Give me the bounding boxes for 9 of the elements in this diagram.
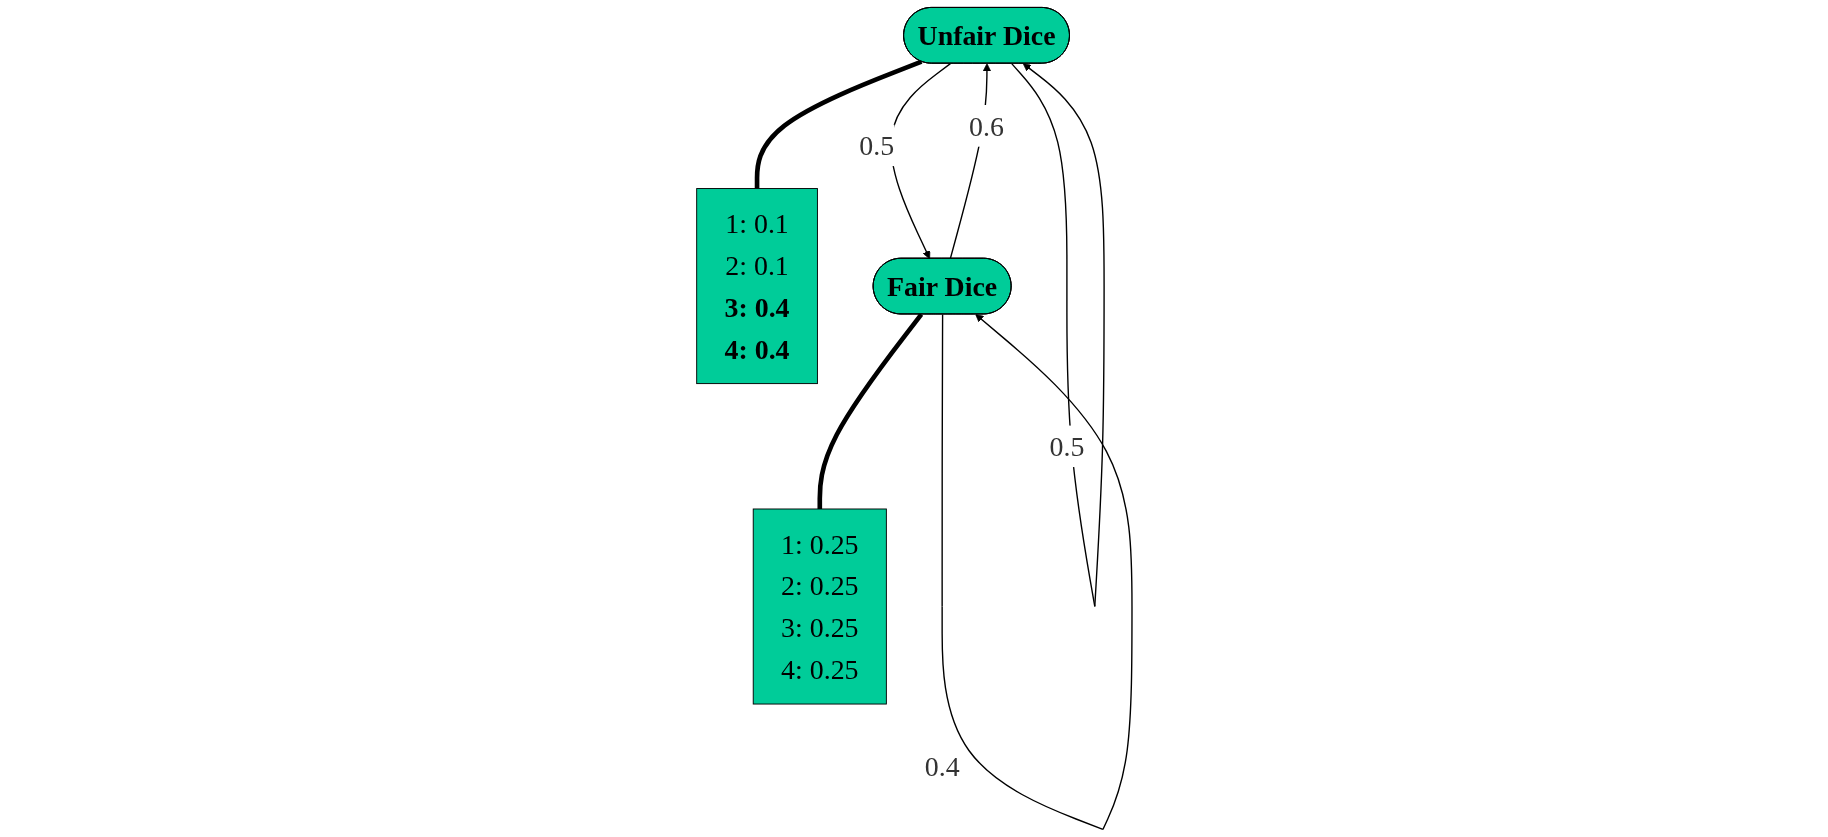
node-box: 1: 0.25 2: 0.25 3: 0.25 4: 0.25 bbox=[752, 508, 887, 705]
edge-label: 0.4 bbox=[924, 751, 960, 783]
node-box: 1: 0.1 2: 0.1 3: 0.4 4: 0.4 bbox=[695, 188, 818, 385]
edge-label: 0.5 bbox=[858, 130, 894, 161]
connector bbox=[817, 313, 923, 509]
edge-label: 0.5 bbox=[1049, 430, 1084, 462]
edge-label: 0.6 bbox=[968, 110, 1004, 142]
connector bbox=[754, 59, 922, 189]
arrow bbox=[941, 313, 1133, 831]
